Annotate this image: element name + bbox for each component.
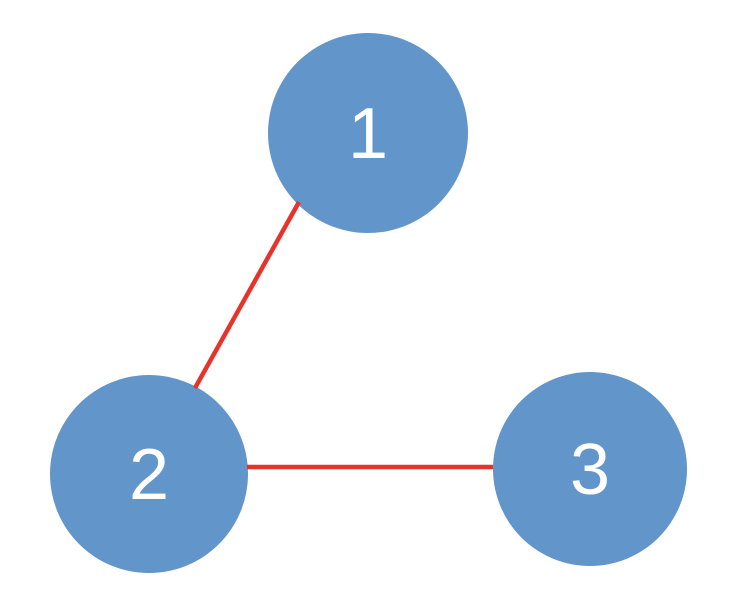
graph-node-2[interactable] <box>50 375 248 573</box>
nodes-layer <box>50 33 687 573</box>
node-label-1: 1 <box>348 94 388 174</box>
graph-edge-1-2[interactable] <box>193 200 301 390</box>
edges-layer <box>193 200 493 470</box>
node-label-2: 2 <box>129 435 169 515</box>
node-label-3: 3 <box>570 430 610 510</box>
graph-node-3[interactable] <box>493 372 687 566</box>
graph-node-1[interactable] <box>268 33 468 233</box>
labels-layer: 1 2 3 <box>129 94 610 515</box>
